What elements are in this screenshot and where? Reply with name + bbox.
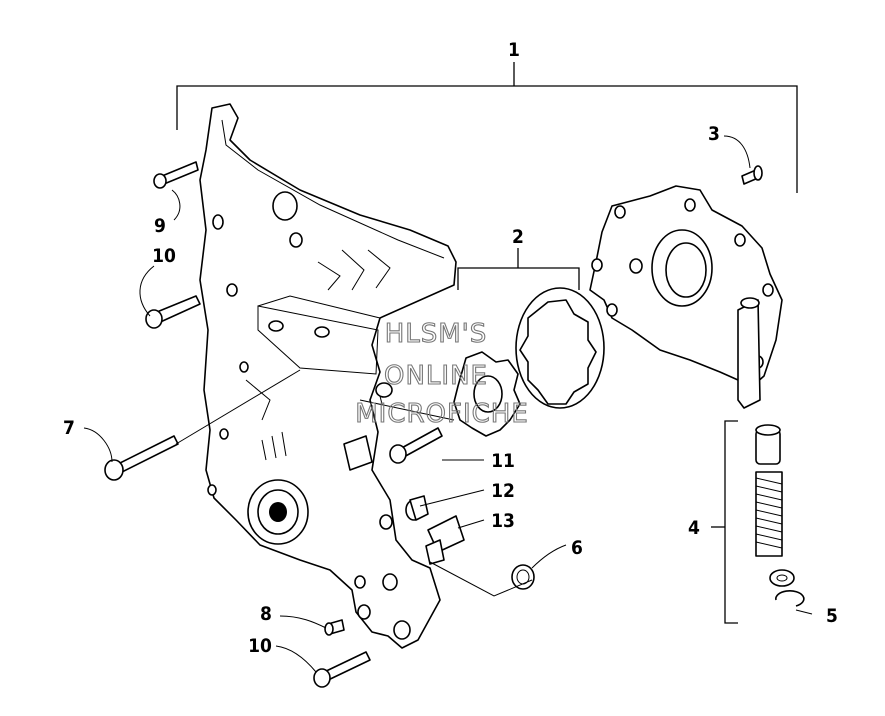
watermark-line-1: HLSM'S [385,319,488,349]
dowel-pin [343,435,373,471]
watermark-line-2: ONLINE [384,361,488,391]
bolt-11 [389,427,443,464]
bolt-10-upper [145,295,201,329]
callout-11: 11 [491,450,515,472]
callout-1: 1 [508,39,520,61]
bracket-assembly-1 [176,62,798,193]
bolt-7 [104,435,179,481]
callout-13: 13 [491,510,515,532]
relief-plunger [755,424,781,465]
bracket-relief-valve-4 [711,420,738,624]
screw-3 [741,165,763,185]
watermark: HLSM'S ONLINE MICROFICHE [355,318,529,429]
callout-6: 6 [571,537,583,559]
callout-10-lower: 10 [248,635,272,657]
relief-spring [755,471,783,557]
sensor-13 [425,515,465,565]
callout-4: 4 [688,517,700,539]
callout-5: 5 [826,605,838,627]
bolt-9 [153,161,199,189]
callout-7: 7 [63,417,75,439]
watermark-line-3: MICROFICHE [355,399,529,429]
leader-lines [83,135,813,673]
callout-10-upper: 10 [152,245,176,267]
outer-rotor [515,287,605,409]
oil-pump-cover [589,185,783,409]
bracket-gear-set-2 [457,248,580,290]
callout-2: 2 [512,226,524,248]
plug-6 [511,564,535,590]
front-cover-housing [199,103,457,649]
callout-labels: 1 2 3 4 5 6 7 8 9 10 10 11 12 13 [63,39,838,657]
snap-ring-5 [775,590,805,607]
relief-retainer [769,569,795,587]
callout-3: 3 [708,123,720,145]
plug-8 [324,619,345,636]
callout-12: 12 [491,480,515,502]
callout-9: 9 [154,215,166,237]
bushing-12 [405,495,429,521]
callout-8: 8 [260,603,272,625]
inner-rotor [453,351,521,437]
bolt-10-lower [313,651,371,688]
